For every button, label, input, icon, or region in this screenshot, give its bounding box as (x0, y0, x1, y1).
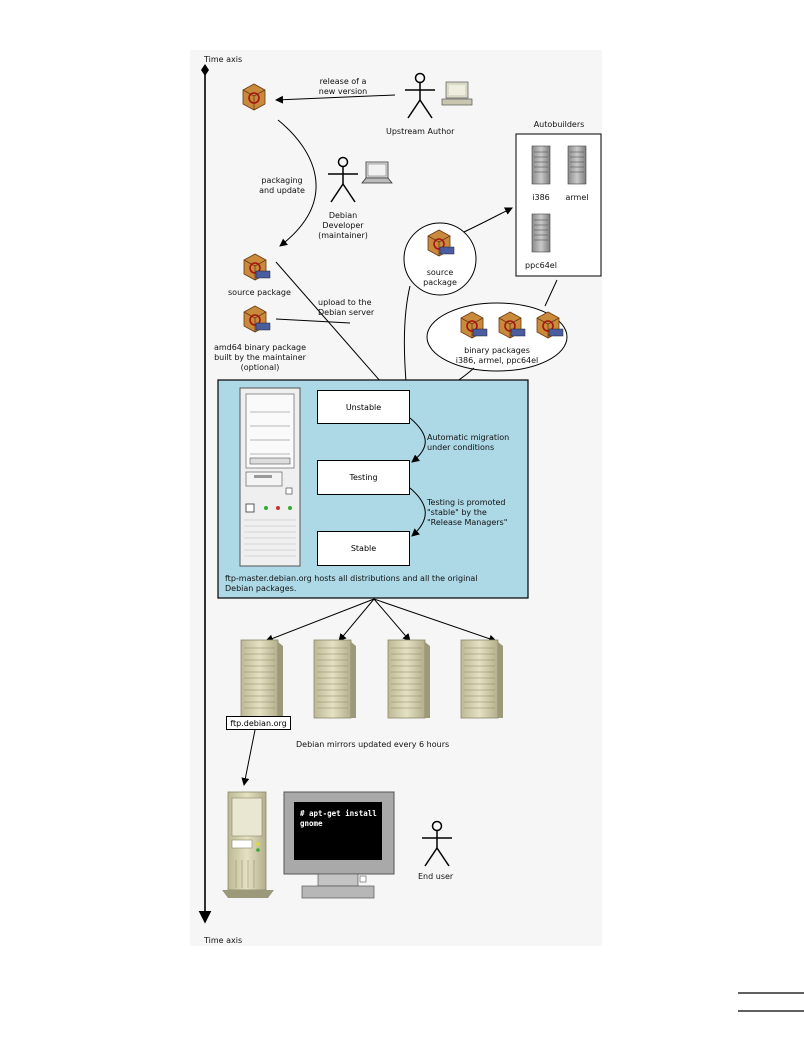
stable-box: Stable (317, 531, 410, 566)
mirrors-note: Debian mirrors updated every 6 hours (296, 740, 450, 749)
time-axis-label-top: Time axis (204, 55, 243, 64)
arch-i386-label: i386 (532, 193, 550, 202)
ppc64el-server-icon (531, 213, 551, 253)
upstream-author-label: Upstream Author (386, 127, 455, 136)
end-user-monitor-icon (283, 791, 395, 899)
mirror-server-icon-3 (387, 639, 431, 719)
arch-armel-label: armel (565, 193, 589, 202)
autobuilders-title: Autobuilders (533, 120, 585, 129)
download-arrow (241, 729, 256, 786)
time-axis-label-bottom: Time axis (204, 936, 243, 945)
i386-server-icon (531, 145, 551, 185)
mirror-server-icon-1 (240, 639, 284, 719)
testing-label: Testing (349, 473, 378, 482)
upstream-package-icon (242, 83, 266, 111)
ftp-debian-org-label: ftp.debian.org (230, 718, 287, 728)
ftp-master-server-icon (239, 387, 301, 567)
autobuilders-connector (544, 279, 558, 307)
migration-arrow (409, 417, 426, 463)
to-autobuilders-arrow (463, 207, 513, 233)
upstream-computer-icon (441, 81, 473, 106)
upload-arrow (275, 261, 389, 391)
autobuilders-box (515, 133, 602, 277)
mirror-server-icon-2 (313, 639, 357, 719)
developer-laptop-icon (361, 161, 393, 184)
amd64-connector (275, 318, 351, 324)
ftp-master-label: ftp-master.debian.org hosts all distribu… (225, 574, 478, 593)
source-package-bubble (403, 222, 477, 296)
armel-server-icon (567, 145, 587, 185)
promotion-arrow (409, 487, 426, 537)
unstable-box: Unstable (317, 390, 410, 424)
packaging-arrow (277, 119, 317, 247)
stable-label: Stable (350, 544, 377, 553)
end-user-tower-icon (222, 791, 274, 898)
time-axis (198, 64, 212, 924)
mirror-arrows (265, 598, 497, 643)
promotion-label: Testing is promoted"stable" by the"Relea… (427, 498, 508, 527)
unstable-label: Unstable (345, 402, 382, 412)
ftp-debian-org-box: ftp.debian.org (226, 716, 291, 730)
end-user-label: End user (418, 872, 454, 881)
testing-box: Testing (317, 460, 410, 495)
mirror-server-icon-4 (460, 639, 504, 719)
arch-ppc64el-label: ppc64el (525, 261, 557, 270)
release-arrow (275, 94, 396, 104)
source-package-label: source package (228, 288, 291, 297)
